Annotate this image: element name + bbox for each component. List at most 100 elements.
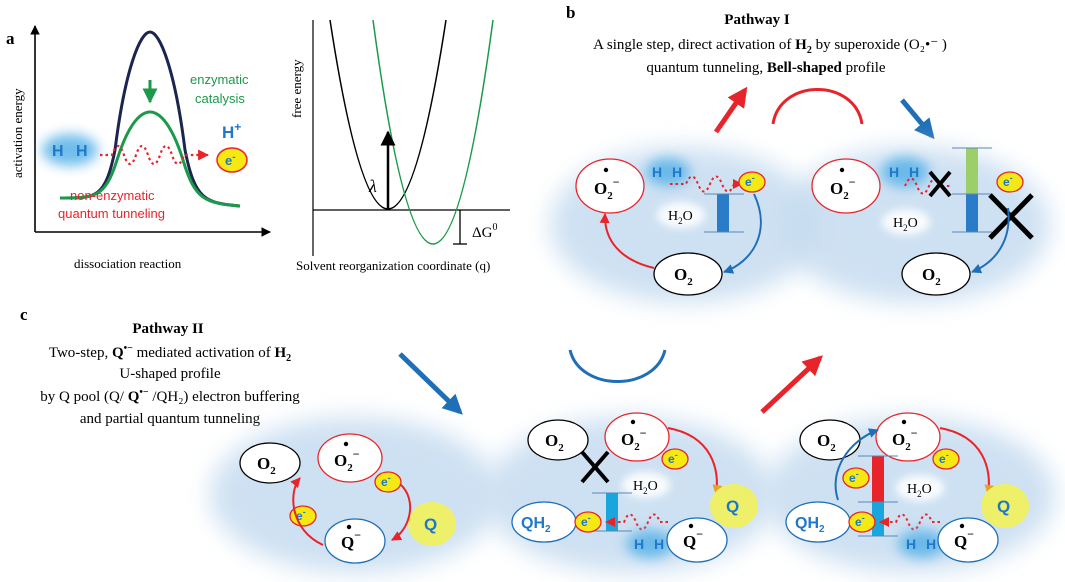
svg-text:e-: e- [855, 513, 865, 529]
dioxygen: O2 [799, 419, 861, 461]
water: H2O [633, 479, 658, 496]
water-glow [882, 209, 930, 235]
x-axis-label: dissociation reaction [74, 256, 182, 271]
delta-g-label: ΔG0 [472, 222, 497, 241]
electron: e- [848, 511, 876, 533]
oxidation-arrow [290, 477, 324, 546]
quinone-glow [710, 484, 758, 528]
water: H2O [907, 482, 932, 499]
dioxygen: O2 [239, 442, 301, 484]
marcus-parabola-plot: free energy Solvent reorganization coord… [289, 19, 510, 273]
superoxide: O2− [811, 158, 881, 214]
electron: e- [996, 171, 1024, 193]
uphill-arrow [760, 355, 823, 414]
pathway-i-tunneling-scene: O2− H H e- H2O O2 [575, 158, 766, 296]
energy-bar [872, 502, 884, 536]
pathway-ii-step2-scene: O2 O2− e- e- H2O [785, 412, 1029, 563]
h-plus-label: H+ [222, 120, 241, 142]
svg-text:e-: e- [581, 513, 591, 529]
water: H2O [893, 216, 918, 233]
pathway-i-title: Pathway I [724, 12, 790, 28]
energy-bar-green [966, 148, 978, 194]
electron: e- [374, 471, 402, 493]
pathway-ii-line2: Two-step, Q•− mediated activation of H2 [49, 343, 291, 364]
svg-text:Q−: Q− [683, 527, 703, 551]
water-glow [622, 472, 670, 498]
superoxide: O2− [604, 412, 670, 462]
panel-b: b Pathway I A single step, direct activa… [550, 3, 1050, 303]
uphill-arrow [713, 86, 748, 134]
blocked-mark [928, 170, 952, 198]
activation-energy-plot: activation energy dissociation reaction … [10, 25, 271, 271]
svg-text:QH2: QH2 [521, 515, 551, 535]
electron-transfer-arrow [667, 427, 723, 495]
tunneling-wave [605, 513, 668, 531]
reduction-arrow [391, 483, 411, 541]
catalysis-label: catalysis [195, 91, 245, 106]
non-enzymatic-label: non-enzymatic [70, 188, 155, 203]
svg-text:e-: e- [745, 173, 755, 189]
product-parabola [372, 19, 494, 245]
svg-text:O2−: O2− [621, 426, 647, 453]
x-axis-label: Solvent reorganization coordinate (q) [296, 258, 490, 273]
pathway-ii-line3: U-shaped profile [119, 366, 221, 382]
svg-text:O2: O2 [545, 431, 564, 454]
svg-text:O2−: O2− [594, 175, 620, 202]
svg-text:Q−: Q− [341, 528, 361, 552]
svg-text:e-: e- [225, 152, 236, 168]
h-atom: H [906, 536, 916, 552]
electron: e- [289, 505, 317, 527]
y-axis-label: free energy [289, 59, 304, 118]
panel-c-label: c [20, 305, 28, 324]
y-axis-label: activation energy [10, 88, 25, 178]
h-atom: H [926, 536, 936, 552]
h-atom: H [909, 164, 919, 180]
enzymatic-label: enzymatic [190, 72, 249, 87]
semiquinone: Q− [937, 517, 999, 563]
downhill-arrow [398, 352, 463, 415]
svg-text:O2: O2 [674, 265, 693, 288]
electron: e- [932, 448, 960, 470]
quinone: Q [424, 515, 437, 534]
panel-c: c Pathway II Two-step, Q•− mediated acti… [20, 305, 1055, 573]
oxidation-arrow [723, 193, 762, 274]
pathway-ii-step1-scene: O2 O2− e- H2O Q [511, 412, 758, 563]
pathway-ii-line5: and partial quantum tunneling [80, 411, 261, 427]
svg-text:e-: e- [939, 450, 949, 466]
electron: e- [738, 171, 766, 193]
h2-glow [898, 530, 946, 558]
oxidation-arrow [834, 428, 879, 501]
water-glow [657, 202, 705, 228]
h2-glow [42, 134, 98, 166]
tunneling-wave [100, 144, 210, 166]
h-atom: H [652, 164, 662, 180]
svg-text:Q−: Q− [954, 527, 974, 551]
non-enzymatic-curve [59, 30, 241, 208]
svg-text:O2: O2 [817, 431, 836, 454]
downhill-arrow [900, 98, 935, 140]
panel-a-label: a [6, 29, 15, 48]
dioxygen: O2 [653, 252, 723, 296]
energy-bar [606, 493, 618, 531]
pathway-ii-line4: by Q pool (Q/ Q•− /QH₂) electron bufferi… [40, 387, 300, 405]
energy-bar-red [872, 456, 884, 502]
q-pool-cycle-scene: O2 O2− e- e- Q Q− [239, 433, 456, 564]
h-atom: H [889, 164, 899, 180]
bell-profile [771, 88, 864, 125]
oxidation-arrow [971, 207, 1010, 274]
superoxide: O2− [875, 412, 941, 462]
svg-text:e-: e- [381, 473, 391, 489]
quinone-glow [981, 484, 1029, 528]
h-atom: H [654, 536, 664, 552]
h-atom: H [634, 536, 644, 552]
water: H2O [668, 209, 693, 226]
svg-text:e-: e- [668, 450, 678, 466]
pathway-ii-title: Pathway II [132, 321, 203, 337]
pathway-i-line2: A single step, direct activation of H2 b… [593, 37, 947, 56]
svg-text:O2−: O2− [334, 447, 360, 474]
u-profile [568, 349, 667, 383]
reduction-arrow [599, 213, 655, 269]
semiquinone: Q− [666, 517, 728, 563]
svg-text:O2: O2 [922, 265, 941, 288]
